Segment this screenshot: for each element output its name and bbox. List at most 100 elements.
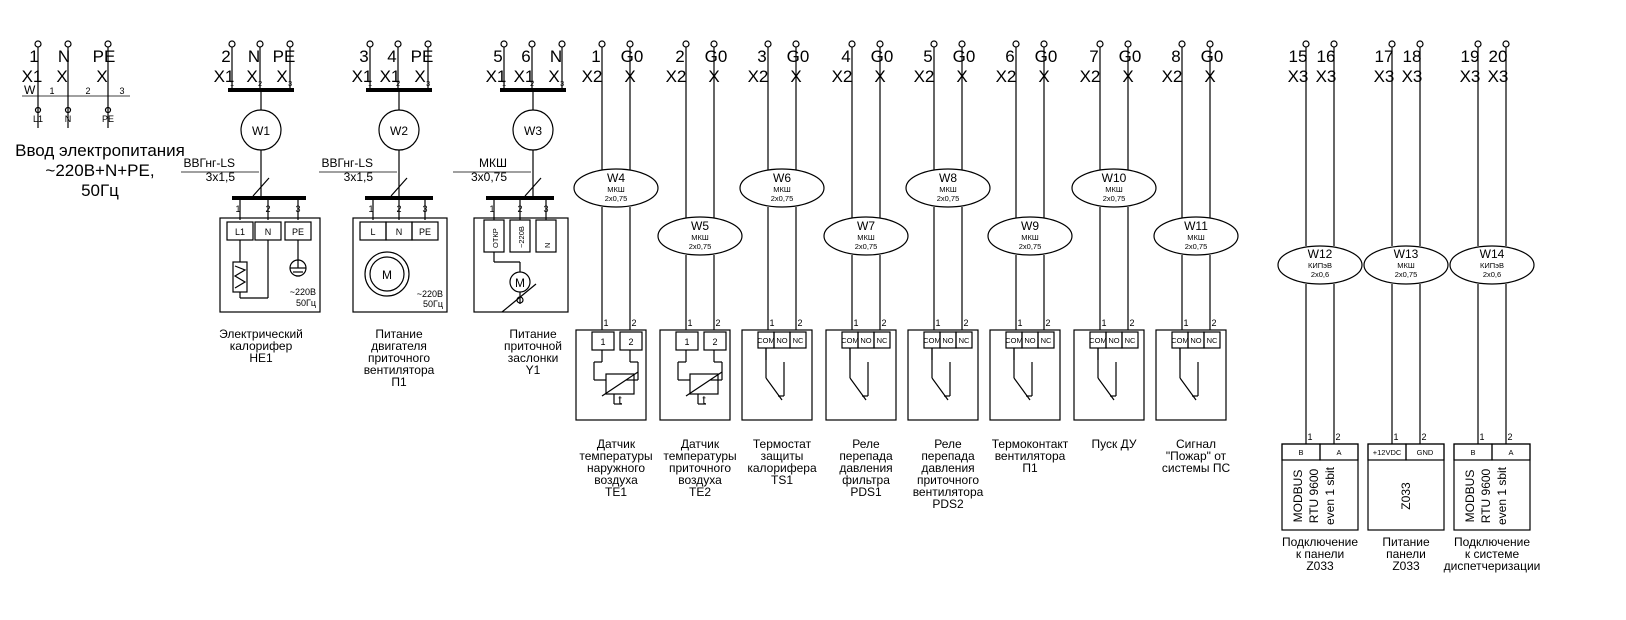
pin-number: 1 <box>853 318 858 328</box>
cable-type: МКШ <box>607 185 625 194</box>
power-input-title: Ввод электропитания <box>15 141 185 160</box>
pin-number: 1 <box>1101 318 1106 328</box>
device-terminal: 1 <box>684 337 689 347</box>
device-caption: к панели <box>1296 547 1344 561</box>
thermistor-slash <box>685 371 723 397</box>
pin-number: 2 <box>1211 318 1216 328</box>
terminal-circle <box>1012 40 1020 48</box>
cable-type: ВВГнг-LS <box>183 156 235 170</box>
cable-id: W9 <box>1021 219 1039 233</box>
device-caption: Питание <box>375 327 423 341</box>
device-caption: Питание <box>1382 535 1430 549</box>
device-box <box>473 217 569 313</box>
device-terminal: NC <box>1125 336 1136 345</box>
cable-size: 2х0,75 <box>1019 242 1042 251</box>
terminal-circle <box>1178 40 1186 48</box>
power-input-title: ~220В+N+PE, <box>45 161 154 180</box>
cable-marker <box>573 168 659 208</box>
damper-blade <box>501 283 537 313</box>
terminal-tag: X3 <box>1460 67 1481 86</box>
motor-circle <box>369 256 405 292</box>
device-caption: защиты <box>761 449 804 463</box>
device-caption: фильтра <box>842 473 890 487</box>
cable-id: W7 <box>857 219 875 233</box>
device-terminal: L <box>370 227 375 237</box>
device-caption: П1 <box>1022 461 1038 475</box>
terminal-number: 20 <box>1489 47 1508 66</box>
device-caption: температуры <box>663 449 736 463</box>
pin-number: 1 <box>235 204 240 214</box>
terminal-number: 7 <box>1089 47 1098 66</box>
device-caption: Сигнал <box>1176 437 1216 451</box>
cable-marker <box>1153 216 1239 256</box>
cable-id: W1 <box>252 124 270 138</box>
device-caption: Z033 <box>1306 559 1334 573</box>
terminal-number: N <box>550 47 562 66</box>
terminal-number: 2 <box>221 47 230 66</box>
cable-size: 3х0,75 <box>471 170 507 184</box>
contact-blade <box>1097 377 1115 401</box>
cable-tick <box>390 177 408 197</box>
device-box <box>352 217 448 313</box>
pin-number: 2 <box>1129 318 1134 328</box>
device-caption: перепада <box>921 449 975 463</box>
terminal-tag: X2 <box>748 67 769 86</box>
terminal-number: PE <box>273 47 296 66</box>
device-caption: Y1 <box>526 363 541 377</box>
device-text: Z033 <box>1399 482 1413 510</box>
terminal-number: 6 <box>1005 47 1014 66</box>
cable-type: МКШ <box>773 185 791 194</box>
terminal-tag: X1 <box>486 67 507 86</box>
cable-type: МКШ <box>939 185 957 194</box>
terminal-g: G0 <box>1201 47 1224 66</box>
cable-tick <box>252 177 270 197</box>
terminal-g: G0 <box>1119 47 1142 66</box>
contact-blade <box>931 377 949 401</box>
device-box <box>1073 329 1145 421</box>
device-terminal: COM <box>1089 336 1107 345</box>
cable-type: МКШ <box>479 156 507 170</box>
device-terminal: NC <box>959 336 970 345</box>
cable-marker <box>1363 245 1449 285</box>
cable-id: W5 <box>691 219 709 233</box>
terminal-number: N <box>248 47 260 66</box>
terminal-box <box>1121 331 1139 349</box>
terminal-number: 5 <box>493 47 502 66</box>
terminal-circle <box>528 40 536 48</box>
device-caption: Питание <box>509 327 557 341</box>
device-caption: двигателя <box>371 339 427 353</box>
terminal-number: PE <box>411 47 434 66</box>
device-box <box>825 329 897 421</box>
terminal-tag: X3 <box>1488 67 1509 86</box>
sensor-symbol: t <box>702 393 706 407</box>
terminal-g: G0 <box>871 47 894 66</box>
output-label: PE <box>102 114 114 124</box>
device-terminal: NO <box>1024 336 1035 345</box>
device-terminal: +12VDC <box>1373 448 1402 457</box>
device-caption: PDS2 <box>932 497 964 511</box>
terminal-box <box>1037 331 1055 349</box>
device-caption: вентилятора <box>364 363 435 377</box>
terminal-tag: X2 <box>1080 67 1101 86</box>
cable-marker <box>987 216 1073 256</box>
terminal-number: 6 <box>521 47 530 66</box>
cable-id: W13 <box>1394 247 1419 261</box>
terminal-g: G0 <box>621 47 644 66</box>
terminal-tag: X2 <box>582 67 603 86</box>
device-terminal: NO <box>1108 336 1119 345</box>
terminal-circle <box>598 40 606 48</box>
terminal-number: N <box>58 47 70 66</box>
motor-circle <box>364 251 410 297</box>
pin-number: 1 <box>1393 432 1398 442</box>
cable-id: W2 <box>390 124 408 138</box>
terminal-number: 5 <box>923 47 932 66</box>
cable-size: 2х0,6 <box>1483 270 1501 279</box>
device-caption: воздуха <box>594 473 638 487</box>
device-box <box>907 329 979 421</box>
contact-blade <box>849 377 867 401</box>
